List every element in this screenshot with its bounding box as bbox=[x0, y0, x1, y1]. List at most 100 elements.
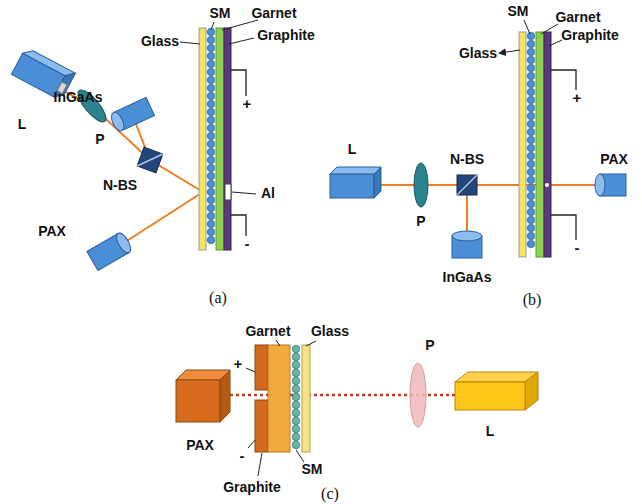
microsphere-column-circle bbox=[207, 220, 215, 228]
microsphere-column-circle bbox=[292, 417, 300, 425]
leaders-b-line bbox=[541, 24, 558, 34]
microsphere-column-circle bbox=[207, 140, 215, 148]
polarimeter-b bbox=[595, 174, 626, 196]
wires-b-path bbox=[551, 70, 576, 90]
leaders-b-line bbox=[500, 50, 520, 53]
part-label: P bbox=[416, 214, 425, 229]
beam-splitter-b-line bbox=[457, 175, 477, 195]
microsphere-column-circle bbox=[207, 60, 215, 68]
microsphere-column-circle bbox=[527, 184, 535, 192]
panel-label: (b) bbox=[523, 291, 542, 309]
part-label: P bbox=[95, 132, 104, 147]
microsphere-column bbox=[292, 345, 300, 449]
leaders-a-line bbox=[180, 42, 200, 44]
beam-splitter-b bbox=[457, 175, 477, 195]
leaders-c-line bbox=[306, 341, 316, 346]
microsphere-column-circle bbox=[527, 56, 535, 64]
microsphere-column-circle bbox=[527, 160, 535, 168]
laser-b-polygon bbox=[374, 167, 381, 198]
polarity-sign: + bbox=[234, 356, 243, 373]
part-label: N-BS bbox=[103, 178, 137, 193]
leaders-c-line bbox=[258, 453, 262, 476]
microsphere-column-circle bbox=[207, 236, 215, 244]
microsphere-column-circle bbox=[527, 32, 535, 40]
polarimeter-a-ellipse bbox=[114, 231, 134, 255]
microsphere-column-circle bbox=[527, 72, 535, 80]
microsphere-column-circle bbox=[527, 104, 535, 112]
microsphere-column-circle bbox=[207, 84, 215, 92]
beam-splitter-a-rect bbox=[137, 147, 163, 173]
polarimeter-b-ellipse bbox=[595, 174, 605, 196]
polarity-sign: - bbox=[240, 448, 245, 465]
beam-b bbox=[378, 185, 596, 232]
microsphere-column bbox=[207, 28, 215, 244]
microsphere-column bbox=[527, 32, 535, 248]
microsphere-column-circle bbox=[527, 40, 535, 48]
part-label: Graphite bbox=[257, 28, 315, 43]
part-label: Garnet bbox=[251, 6, 296, 21]
microsphere-column-circle bbox=[207, 228, 215, 236]
leaders-a-line bbox=[222, 20, 258, 30]
microsphere-column-circle bbox=[527, 208, 535, 216]
panel-label: (a) bbox=[209, 289, 227, 307]
microsphere-column-circle bbox=[207, 180, 215, 188]
part-label: SM bbox=[210, 6, 231, 21]
polarity-sign: + bbox=[573, 90, 582, 107]
polarizer-c bbox=[410, 363, 426, 427]
polarity-sign: + bbox=[243, 96, 252, 113]
sample-a-rect bbox=[216, 28, 224, 250]
sample-c-rect bbox=[268, 345, 290, 452]
detector-b bbox=[452, 231, 482, 258]
microsphere-column-circle bbox=[207, 100, 215, 108]
part-label: Al bbox=[261, 186, 275, 201]
wires-b-path bbox=[551, 215, 576, 240]
sample-c bbox=[255, 345, 310, 452]
leaders-b-line bbox=[524, 20, 530, 34]
microsphere-column-circle bbox=[527, 136, 535, 144]
microsphere-column-circle bbox=[207, 36, 215, 44]
leaders-a-line bbox=[232, 192, 256, 194]
microsphere-column-circle bbox=[292, 369, 300, 377]
microsphere-column-circle bbox=[527, 80, 535, 88]
microsphere-column-circle bbox=[527, 232, 535, 240]
microsphere-column-circle bbox=[292, 433, 300, 441]
microsphere-column-circle bbox=[527, 176, 535, 184]
leaders-a-line bbox=[229, 38, 254, 44]
leaders-c-path bbox=[248, 440, 255, 448]
microsphere-column-circle bbox=[207, 204, 215, 212]
part-label: L bbox=[18, 117, 27, 132]
microsphere-column-circle bbox=[527, 168, 535, 176]
beam-b-line bbox=[378, 184, 596, 186]
microsphere-column-circle bbox=[207, 68, 215, 76]
part-label: Glass bbox=[311, 324, 349, 339]
microsphere-column-circle bbox=[527, 240, 535, 248]
leaders-a-line bbox=[211, 22, 214, 30]
polarimeter-c bbox=[176, 370, 230, 422]
microsphere-column-circle bbox=[292, 345, 300, 353]
microsphere-column-circle bbox=[207, 52, 215, 60]
sample-b-rect bbox=[536, 32, 544, 257]
microsphere-column-circle bbox=[527, 192, 535, 200]
microsphere-column-circle bbox=[527, 128, 535, 136]
wires-a-path bbox=[231, 215, 246, 236]
detector-a-ellipse bbox=[109, 110, 127, 132]
microsphere-column-circle bbox=[207, 196, 215, 204]
microsphere-column-circle bbox=[527, 224, 535, 232]
microsphere-column-circle bbox=[527, 64, 535, 72]
laser-a-polygon bbox=[23, 47, 76, 79]
polarity-sign: - bbox=[245, 236, 250, 253]
microsphere-column-circle bbox=[207, 212, 215, 220]
microsphere-column-circle bbox=[292, 401, 300, 409]
part-label: Garnet bbox=[555, 10, 600, 25]
part-label: InGaAs bbox=[53, 90, 102, 105]
sample-c-rect bbox=[255, 400, 268, 452]
microsphere-column-circle bbox=[207, 132, 215, 140]
part-label: SM bbox=[508, 4, 529, 19]
sample-b-rect bbox=[544, 32, 551, 257]
polarizer-b bbox=[414, 163, 428, 207]
microsphere-column-circle bbox=[527, 144, 535, 152]
part-label: PAX bbox=[600, 152, 628, 167]
microsphere-column-circle bbox=[292, 385, 300, 393]
laser-b bbox=[330, 167, 381, 198]
